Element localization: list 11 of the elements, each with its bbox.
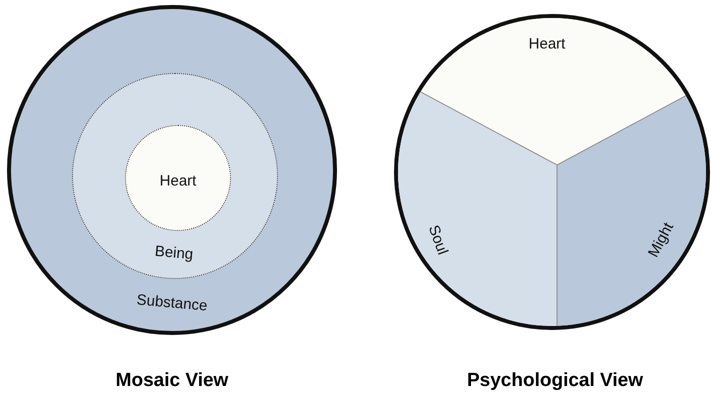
sector-label: Heart: [528, 36, 566, 52]
pie-sector: [398, 90, 557, 326]
ring-label: Being: [154, 242, 194, 264]
caption: Mosaic View: [116, 370, 228, 392]
circle-label: Heart: [160, 172, 196, 190]
circle: [394, 14, 710, 330]
pie-sector: [557, 94, 706, 326]
caption: Psychological View: [467, 370, 643, 392]
sector-label: Soul: [424, 222, 452, 258]
ring-label: Substance: [136, 291, 208, 315]
sector-label: Might: [644, 220, 678, 260]
